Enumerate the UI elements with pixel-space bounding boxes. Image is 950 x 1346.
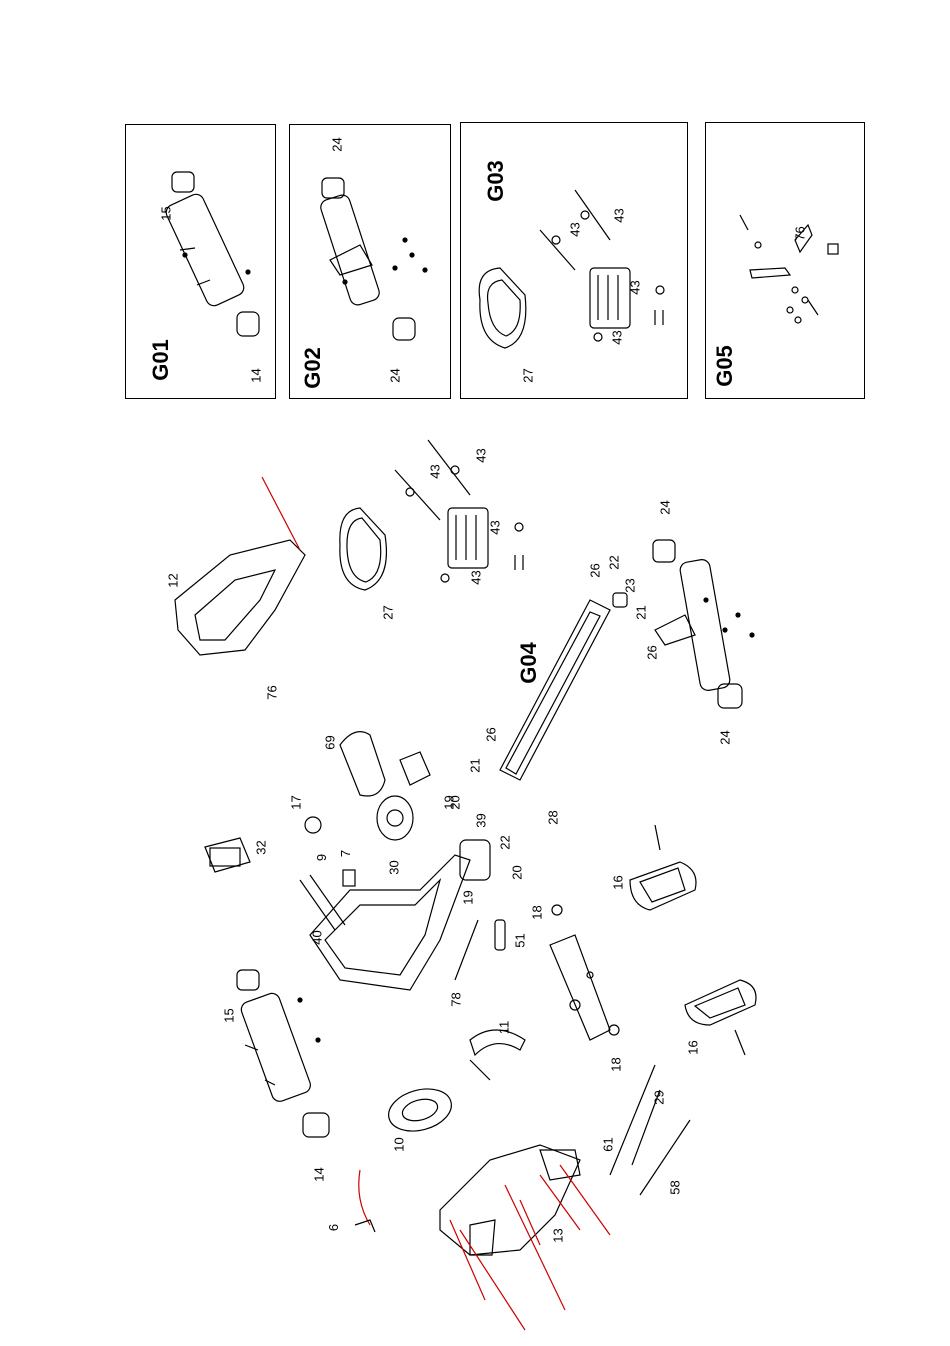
- part-number: 22: [498, 835, 513, 849]
- group-label-g01: G01: [148, 339, 174, 381]
- part-number: 12: [166, 573, 181, 587]
- brake-11: [470, 1030, 525, 1080]
- part-number: 26: [588, 563, 603, 577]
- g05-hardware: [740, 215, 838, 323]
- part-number: 28: [546, 810, 561, 824]
- rear-roller-main: [237, 970, 329, 1137]
- part-number: 27: [381, 605, 396, 619]
- rear-cover-12: [175, 477, 305, 655]
- part-number: 14: [312, 1167, 327, 1181]
- part-number: 30: [387, 860, 402, 874]
- part-number: 32: [254, 840, 269, 854]
- part-number: 51: [513, 933, 528, 947]
- part-number: 24: [658, 500, 673, 514]
- part-number: 19: [461, 890, 476, 904]
- group-label-g04: G04: [516, 642, 542, 684]
- rail-g04: [500, 600, 610, 780]
- part-number: 76: [793, 226, 808, 240]
- front-stabilizer: [613, 540, 754, 708]
- part-number: 20: [510, 865, 525, 879]
- part-number: 15: [222, 1008, 237, 1022]
- part-number: 18: [609, 1057, 624, 1071]
- part-number: 43: [474, 448, 489, 462]
- part-number: 26: [484, 727, 499, 741]
- part-number: 61: [601, 1137, 616, 1151]
- group-label-g05: G05: [712, 345, 738, 387]
- part-number: 43: [612, 208, 627, 222]
- part-number: 43: [469, 570, 484, 584]
- part-number: 16: [686, 1040, 701, 1054]
- part-number: 20: [448, 795, 463, 809]
- part-number: 6: [326, 1224, 341, 1231]
- part-number: 43: [488, 520, 503, 534]
- part-number: 16: [611, 875, 626, 889]
- part-number: 78: [449, 992, 464, 1006]
- part-number: 76: [265, 685, 280, 699]
- part-number: 17: [289, 795, 304, 809]
- part-number: 39: [474, 813, 489, 827]
- part-number: 40: [310, 930, 325, 944]
- part-number: 27: [521, 368, 536, 382]
- part-number: 29: [652, 1090, 667, 1104]
- part-number: 18: [530, 905, 545, 919]
- g03-seat-assembly: [479, 190, 664, 348]
- pedals-16: [630, 825, 756, 1055]
- seat-27-main: [340, 508, 387, 590]
- part-number: 43: [610, 330, 625, 344]
- part-number: 15: [159, 206, 174, 220]
- part-number: 22: [607, 555, 622, 569]
- g02-stabilizer-assembly: [319, 178, 427, 340]
- crank-arm: [455, 905, 619, 1040]
- part-number: 10: [392, 1137, 407, 1151]
- part-number: 26: [645, 645, 660, 659]
- part-number: 21: [634, 605, 649, 619]
- part-number: 14: [249, 368, 264, 382]
- part-number: 43: [568, 222, 583, 236]
- pulley-10: [384, 1082, 456, 1137]
- part-number: 69: [323, 735, 338, 749]
- part-number: 9: [314, 854, 329, 861]
- group-label-g03: G03: [483, 160, 509, 202]
- part-number: 43: [428, 464, 443, 478]
- part-number: 7: [338, 850, 353, 857]
- part-number: 13: [551, 1228, 566, 1242]
- part-number: 21: [468, 758, 483, 772]
- part-number: 58: [668, 1180, 683, 1194]
- part-number: 24: [388, 368, 403, 382]
- part-number: 24: [718, 730, 733, 744]
- g01-roller-assembly: [164, 172, 259, 336]
- part-number: 24: [330, 137, 345, 151]
- part-number: 23: [623, 578, 638, 592]
- front-cover-13: [440, 1145, 610, 1330]
- seat-hardware-main: [395, 440, 523, 582]
- group-label-g02: G02: [300, 347, 326, 389]
- part-number: 43: [628, 280, 643, 294]
- part-number: 11: [496, 1021, 511, 1035]
